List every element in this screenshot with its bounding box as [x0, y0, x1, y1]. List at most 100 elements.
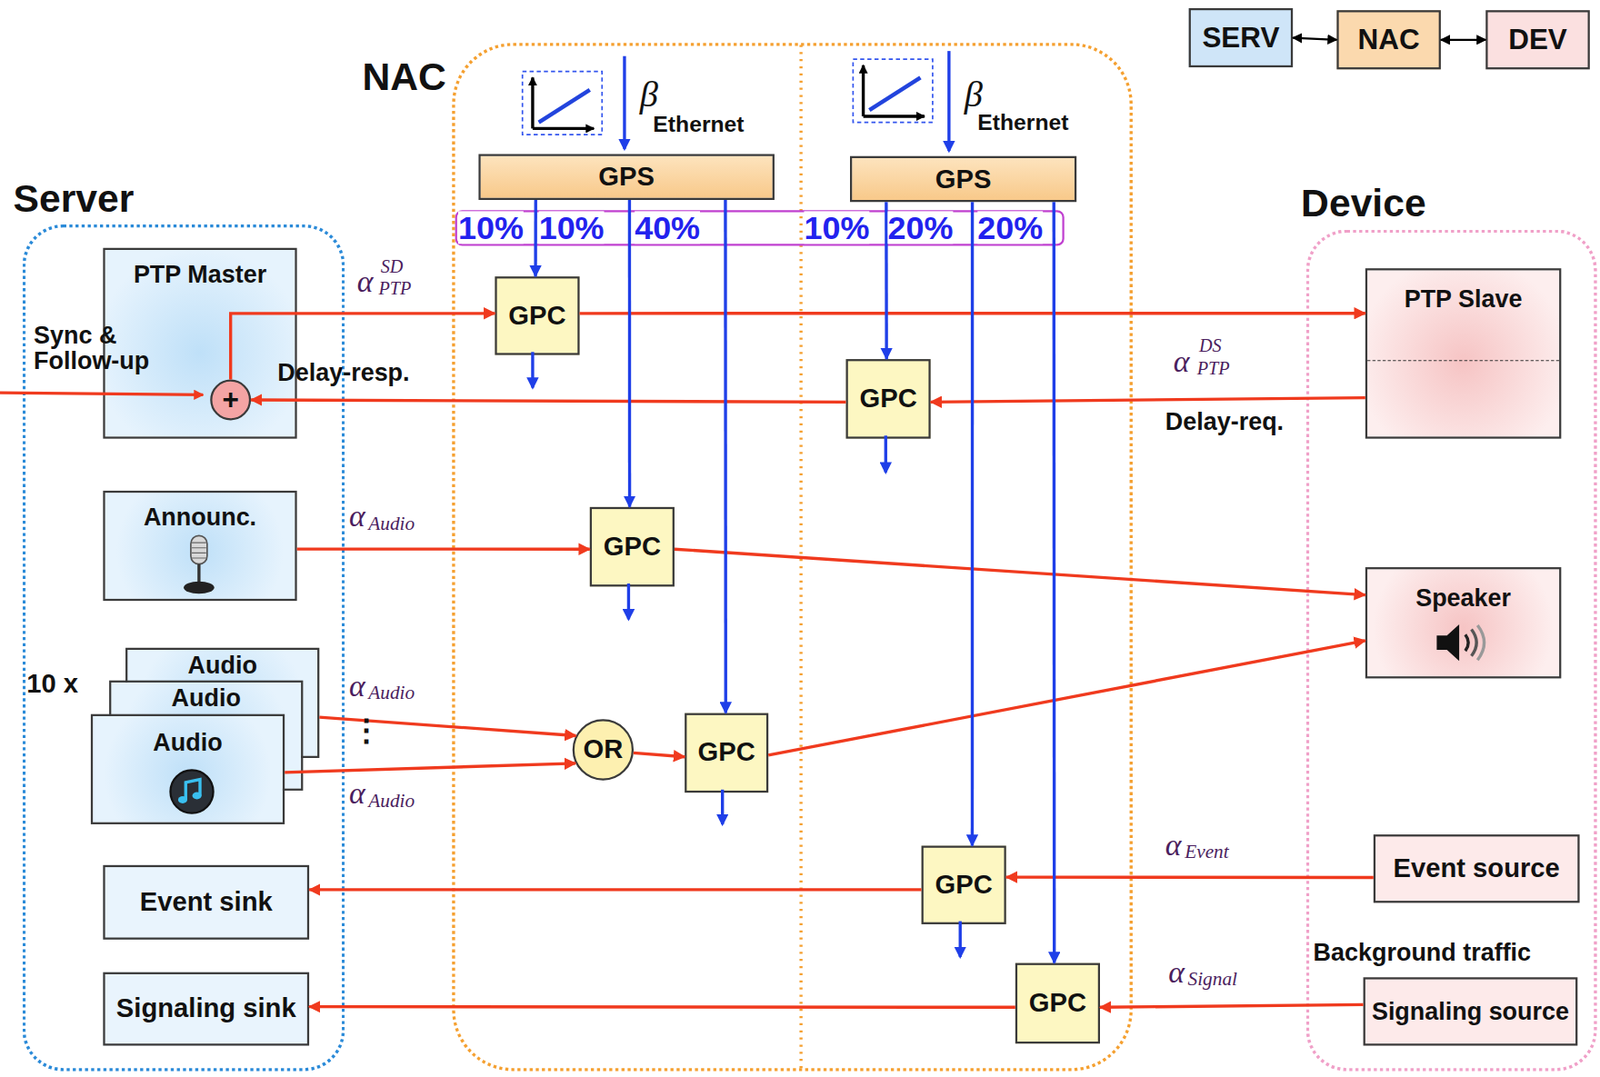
curve-box: GPC	[590, 507, 675, 588]
process-box: Announc.	[102, 490, 297, 601]
text-label: 20%	[888, 210, 954, 244]
process-box: Signaling sink	[102, 972, 310, 1047]
flow-arrow	[1100, 1004, 1364, 1008]
flow-arrow	[297, 547, 590, 550]
process-box: PTP Slave	[1365, 268, 1562, 439]
node-label: GPC	[1029, 988, 1087, 1020]
flow-arrow	[284, 763, 576, 773]
icon	[178, 533, 220, 601]
service-arrow	[533, 200, 538, 277]
service-arrow	[970, 201, 974, 846]
text-label: Audio	[368, 790, 415, 811]
flow-arrow	[633, 752, 685, 757]
curve-box: GPC	[1015, 963, 1100, 1045]
process-box: PTP Master +	[102, 248, 297, 440]
process-box: Audio	[90, 714, 285, 825]
text-label: PTP	[1197, 359, 1230, 379]
text-label: α	[1165, 828, 1182, 860]
text-label: ⋮	[350, 714, 382, 747]
scheduler-box: GPS	[850, 156, 1077, 203]
process-box: Event source	[1373, 834, 1580, 903]
text-label: Event	[1184, 841, 1230, 862]
legend-box: SERV	[1189, 8, 1293, 68]
text-label: 10%	[458, 210, 524, 244]
node-label: Signaling sink	[116, 993, 297, 1025]
flow-arrow	[1292, 38, 1337, 40]
text-label: Delay-req.	[1165, 408, 1284, 434]
text-label: 40%	[634, 210, 700, 244]
sync-arrow	[0, 392, 203, 395]
text-label: α	[357, 265, 374, 298]
node-label: PTP Master	[133, 260, 267, 289]
process-box: Event sink	[102, 865, 310, 940]
region-heading: Device	[1300, 182, 1427, 226]
text-label: Delay-resp.	[277, 359, 410, 385]
scheduler-box: GPS	[478, 153, 775, 200]
node-label: Event sink	[140, 887, 273, 919]
text-label: 10%	[539, 210, 605, 244]
text-label: α	[1168, 956, 1185, 989]
node-label: GPC	[935, 870, 993, 901]
text-label: 20%	[977, 210, 1043, 244]
service-arrow	[1052, 201, 1057, 963]
curve-box: GPC	[921, 846, 1007, 925]
divider-line	[1367, 360, 1560, 361]
node-label: GPC	[508, 300, 566, 332]
node-label: OR	[582, 734, 623, 766]
text-label: Ethernet	[977, 110, 1069, 134]
service-arrow	[723, 200, 728, 714]
curve-box: GPC	[684, 713, 769, 794]
flow-arrow	[930, 398, 1366, 403]
adder-circle: +	[210, 380, 251, 421]
or-circle: OR	[572, 719, 634, 780]
flow-arrow	[250, 400, 846, 402]
node-label: GPS	[935, 163, 992, 195]
node-label: GPS	[598, 161, 655, 193]
curve-icon	[852, 59, 933, 123]
node-label: +	[221, 383, 239, 417]
text-label: DS	[1199, 336, 1222, 356]
text-label: α	[1173, 344, 1190, 377]
node-label: Speaker	[1415, 583, 1511, 612]
service-arrows	[532, 50, 960, 958]
node-label: Audio	[152, 728, 222, 757]
node-label: SERV	[1201, 20, 1280, 54]
flow-arrow	[1006, 875, 1374, 880]
text-label: Audio	[368, 682, 415, 703]
icon	[1432, 620, 1494, 670]
text-label: Signal	[1188, 969, 1239, 990]
icon	[167, 767, 217, 820]
node-label: Signaling source	[1371, 997, 1570, 1026]
node-label: NAC	[1358, 23, 1420, 57]
text-label: Sync & Follow-up	[33, 322, 187, 375]
node-label: GPC	[859, 383, 917, 415]
flow-arrow	[309, 888, 921, 891]
text-label: PTP	[378, 280, 411, 300]
region-heading: NAC	[361, 56, 446, 100]
service-arrow	[628, 200, 631, 508]
text-label: β	[640, 75, 659, 114]
node-label: Event source	[1393, 853, 1560, 885]
node-label: GPC	[603, 531, 661, 563]
curve-icon	[522, 71, 603, 136]
node-label: GPC	[698, 738, 756, 770]
node-label: Announc.	[143, 502, 257, 531]
text-label: 10 x	[26, 670, 79, 699]
text-label: SD	[380, 257, 404, 277]
text-label: Audio	[368, 513, 415, 534]
curve-box: GPC	[846, 359, 931, 440]
text-label: α	[349, 500, 366, 532]
node-label: DEV	[1508, 23, 1568, 57]
text-label: Ethernet	[652, 111, 744, 136]
region-heading: Server	[13, 178, 135, 221]
text-label: α	[349, 669, 366, 701]
curve-box: GPC	[494, 276, 580, 355]
text-label: Background traffic	[1313, 940, 1532, 966]
text-label: 10%	[803, 210, 870, 244]
process-box: Signaling source	[1363, 977, 1579, 1046]
flow-arrow	[309, 1005, 1016, 1010]
legend-box: DEV	[1485, 10, 1590, 70]
node-label: PTP Slave	[1404, 284, 1523, 313]
node-label: Audio	[171, 683, 241, 712]
